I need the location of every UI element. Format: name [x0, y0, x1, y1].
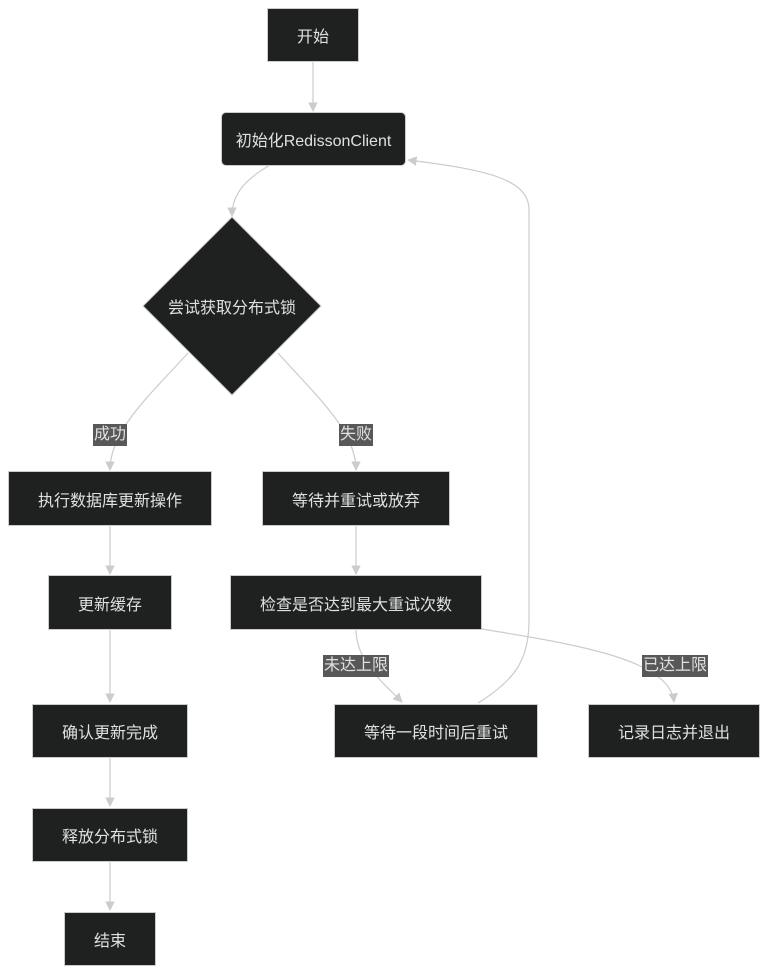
- node-wait-then-retry-label: 等待一段时间后重试: [363, 725, 508, 742]
- node-try-acquire-lock-label: 尝试获取分布式锁: [167, 300, 296, 317]
- node-try-acquire-lock: 尝试获取分布式锁: [142, 216, 322, 396]
- node-release-lock: 释放分布式锁: [32, 808, 188, 862]
- node-check-max-retries: 检查是否达到最大重试次数: [230, 575, 482, 630]
- node-start: 开始: [267, 8, 359, 62]
- edge-label-failure: 失败: [339, 424, 374, 446]
- node-end-label: 结束: [93, 933, 126, 950]
- node-confirm-update-label: 确认更新完成: [61, 725, 158, 742]
- node-release-lock-label: 释放分布式锁: [61, 829, 158, 846]
- edge-label-limit-not-reached: 未达上限: [323, 655, 390, 677]
- edge-init-to-trylock: [227, 164, 271, 217]
- edge-trylock-to-exec: [105, 352, 189, 471]
- node-confirm-update: 确认更新完成: [32, 704, 188, 758]
- node-init-redisson-client-label: 初始化RedissonClient: [235, 133, 392, 150]
- node-wait-then-retry: 等待一段时间后重试: [334, 704, 538, 758]
- node-wait-retry-or-giveup-label: 等待并重试或放弃: [291, 492, 420, 510]
- node-wait-retry-or-giveup: 等待并重试或放弃: [262, 471, 450, 526]
- node-end: 结束: [64, 912, 156, 966]
- node-log-and-exit-label: 记录日志并退出: [617, 725, 730, 742]
- node-check-max-retries-label: 检查是否达到最大重试次数: [259, 596, 452, 614]
- edge-waitretry-to-init: [407, 156, 530, 704]
- node-update-cache-label: 更新缓存: [77, 596, 142, 614]
- node-start-label: 开始: [296, 29, 329, 46]
- node-exec-db-update-label: 执行数据库更新操作: [37, 492, 182, 510]
- edge-label-success: 成功: [93, 424, 128, 446]
- decision-diamond-shape: [142, 216, 322, 396]
- edge-check-to-log: [481, 628, 678, 703]
- edge-label-limit-reached: 已达上限: [642, 655, 709, 677]
- node-init-redisson-client: 初始化RedissonClient: [221, 112, 406, 166]
- node-log-and-exit: 记录日志并退出: [588, 704, 760, 758]
- node-update-cache: 更新缓存: [48, 575, 172, 630]
- edge-trylock-to-wait: [277, 352, 361, 471]
- node-exec-db-update: 执行数据库更新操作: [8, 471, 212, 526]
